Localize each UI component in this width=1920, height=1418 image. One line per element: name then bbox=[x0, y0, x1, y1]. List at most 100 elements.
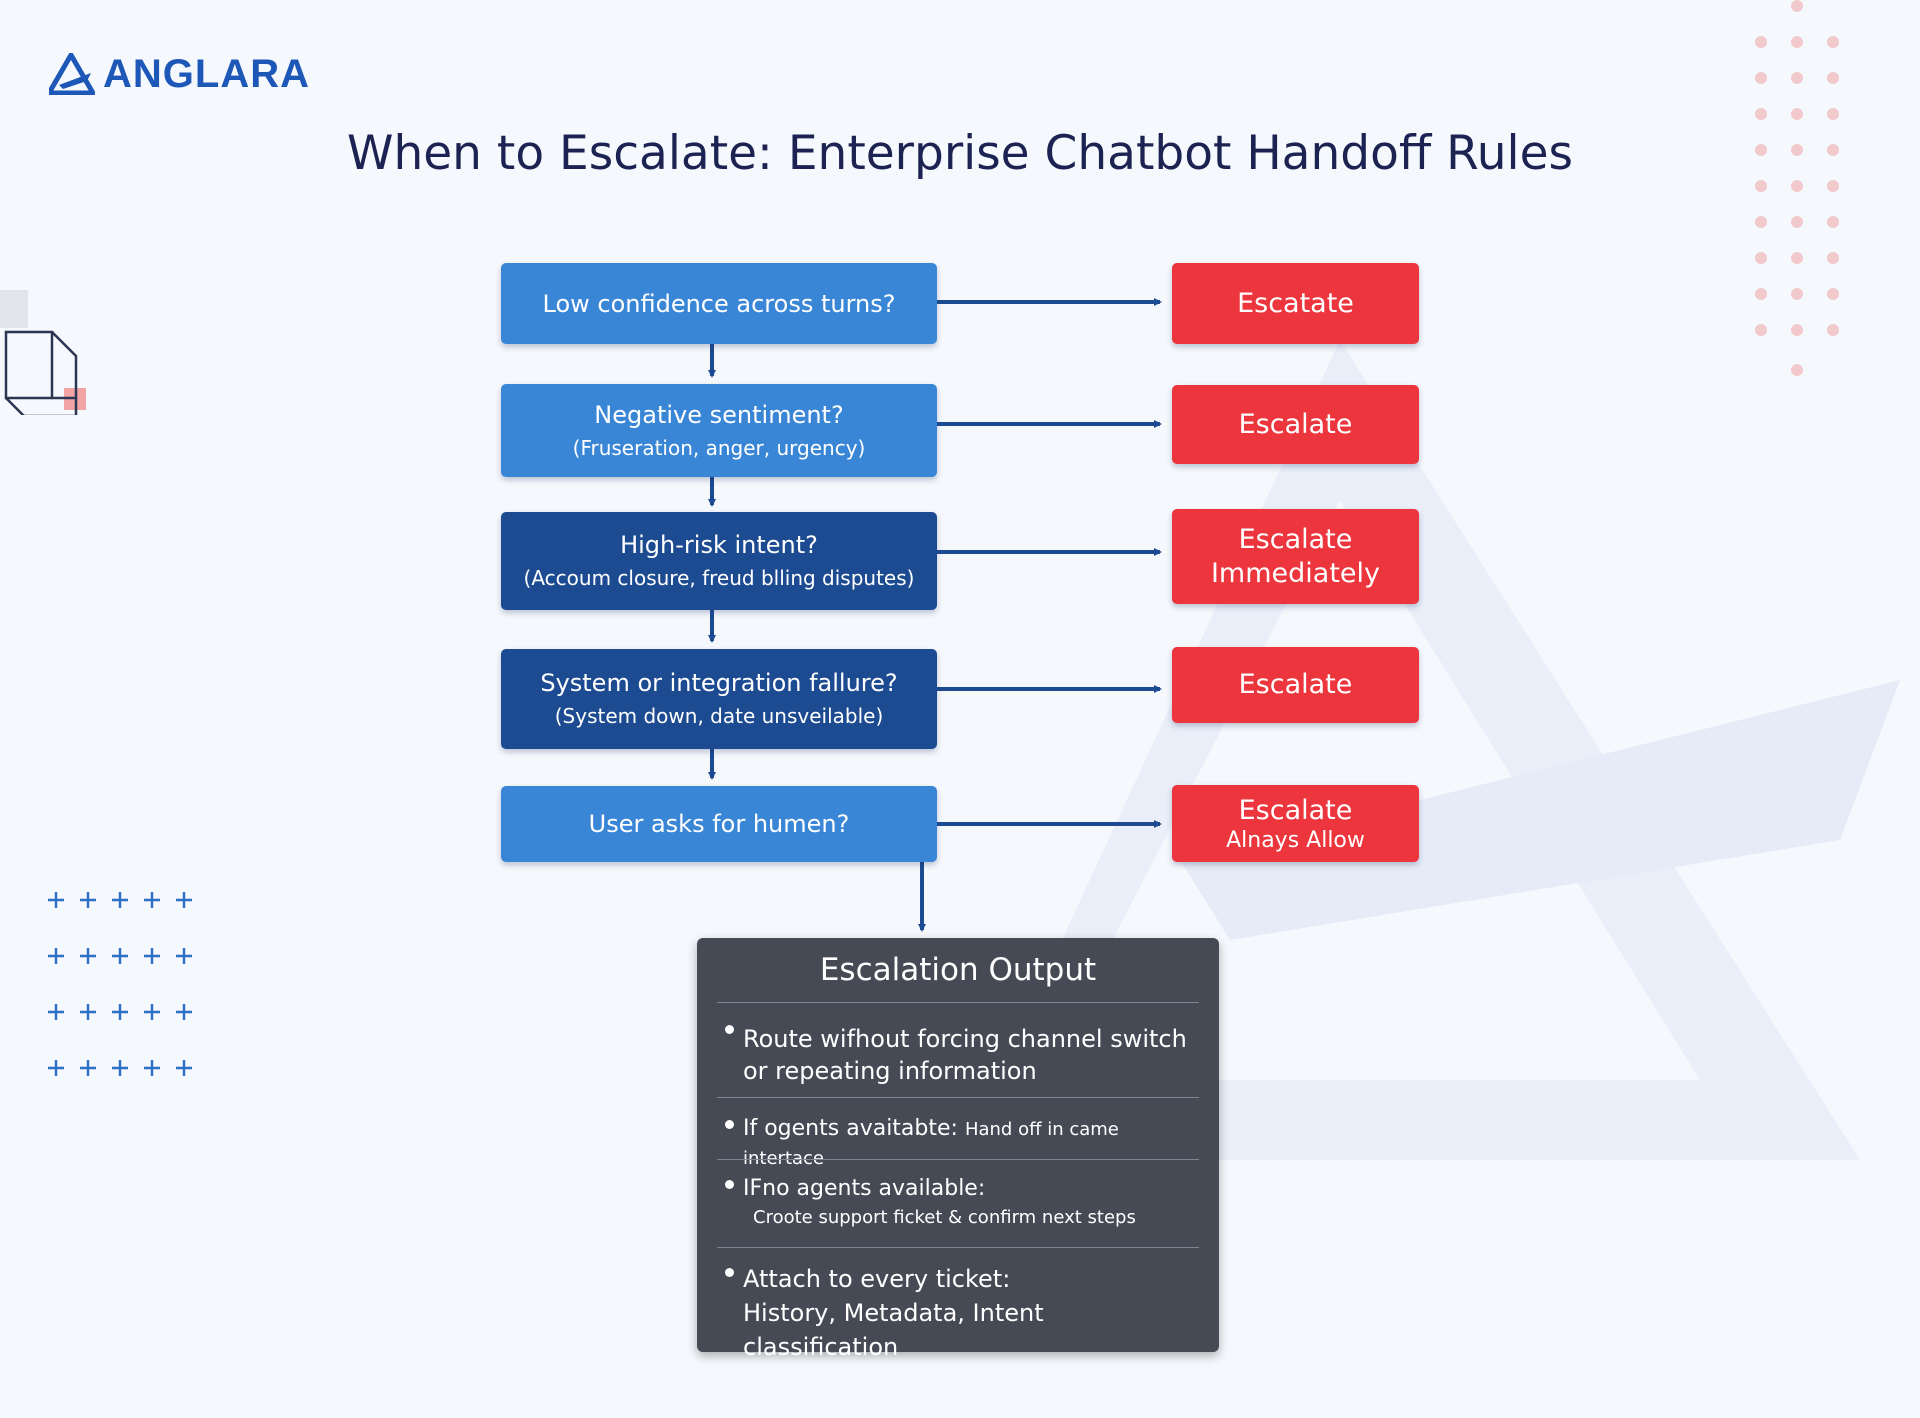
decor-plus bbox=[48, 892, 64, 908]
decor-dot bbox=[1755, 180, 1767, 192]
decor-plus bbox=[176, 1004, 192, 1020]
decor-dot bbox=[1827, 72, 1839, 84]
question-high-risk-intent: High-risk intent? (Accoum closure, freud… bbox=[501, 512, 937, 610]
output-item-text: Route wifhout forcing channel switch or … bbox=[743, 1025, 1187, 1085]
output-item-no-agents: IFno agents available: Croote support fi… bbox=[717, 1159, 1199, 1247]
question-detail: (System down, date unsveilable) bbox=[554, 704, 884, 728]
decor-dot bbox=[1791, 324, 1803, 336]
question-label: Negative sentiment? bbox=[594, 400, 844, 429]
decor-dot bbox=[1791, 180, 1803, 192]
bullet-icon bbox=[725, 1120, 734, 1129]
decor-plus bbox=[80, 1004, 96, 1020]
escalate-label: Escalate Immediately bbox=[1210, 523, 1381, 589]
escalation-output-panel: Escalation Output Route wifhout forcing … bbox=[697, 938, 1219, 1361]
question-negative-sentiment: Negative sentiment? (Fruseration, anger,… bbox=[501, 384, 937, 477]
question-label: High-risk intent? bbox=[620, 531, 818, 559]
decor-dot bbox=[1755, 144, 1767, 156]
decor-dot bbox=[1791, 36, 1803, 48]
decor-plus bbox=[112, 1060, 128, 1076]
output-item-agents-available: If ogents avaitabte: Hand off in came in… bbox=[717, 1097, 1199, 1169]
decor-dot bbox=[1791, 108, 1803, 120]
bullet-icon bbox=[725, 1180, 734, 1189]
decor-plus bbox=[48, 1060, 64, 1076]
question-detail: (Accoum closure, freud blling disputes) bbox=[523, 566, 915, 590]
decor-dot bbox=[1755, 324, 1767, 336]
escalate-label: Escalate bbox=[1238, 794, 1353, 826]
decor-plus bbox=[176, 1060, 192, 1076]
question-label: User asks for humen? bbox=[588, 810, 850, 838]
output-item-route: Route wifhout forcing channel switch or … bbox=[717, 1002, 1199, 1097]
decor-plus bbox=[144, 1004, 160, 1020]
dot-grid-decoration bbox=[1755, 0, 1839, 376]
decor-dot bbox=[1755, 252, 1767, 264]
escalate-sublabel: Alnays Allow bbox=[1226, 827, 1365, 853]
decor-dot bbox=[1755, 288, 1767, 300]
decor-dot bbox=[1791, 288, 1803, 300]
output-item-text: Hand off in came intertace bbox=[743, 1119, 1119, 1169]
question-user-asks-human: User asks for humen? bbox=[501, 786, 937, 862]
decor-plus bbox=[144, 948, 160, 964]
decor-dot bbox=[1827, 144, 1839, 156]
decor-plus bbox=[112, 892, 128, 908]
decor-dot bbox=[1791, 364, 1803, 376]
output-item-text: History, Metadata, Intent classification bbox=[743, 1299, 1044, 1361]
decor-plus bbox=[48, 1004, 64, 1020]
decor-dot bbox=[1827, 324, 1839, 336]
decor-dot bbox=[1791, 216, 1803, 228]
bullet-icon bbox=[725, 1025, 734, 1034]
decor-plus bbox=[80, 1060, 96, 1076]
cube-decoration bbox=[0, 290, 86, 415]
anglara-logo-icon bbox=[49, 53, 95, 95]
plus-grid-decoration bbox=[48, 892, 192, 1076]
decor-dot bbox=[1755, 36, 1767, 48]
question-system-failure: System or integration fallure? (System d… bbox=[501, 649, 937, 749]
decor-dot bbox=[1755, 108, 1767, 120]
bullet-icon bbox=[725, 1268, 734, 1277]
brand-logo: ANGLARA bbox=[49, 50, 310, 98]
escalate-label: Escatate bbox=[1237, 287, 1354, 319]
output-item-text: Croote support ficket & confirm next ste… bbox=[753, 1207, 1136, 1228]
question-detail: (Fruseration, anger, urgency) bbox=[572, 435, 866, 460]
output-item-lead: IFno agents available: bbox=[743, 1176, 986, 1201]
output-item-attach: Attach to every ticket: History, Metadat… bbox=[717, 1247, 1199, 1361]
decor-dot bbox=[1827, 180, 1839, 192]
decor-dot bbox=[1755, 216, 1767, 228]
brand-name: ANGLARA bbox=[103, 51, 310, 96]
decor-plus bbox=[144, 892, 160, 908]
decor-dot bbox=[1791, 252, 1803, 264]
decor-dot bbox=[1827, 216, 1839, 228]
decor-dot bbox=[1791, 144, 1803, 156]
decor-plus bbox=[48, 948, 64, 964]
escalate-box-user-asks-human: Escalate Alnays Allow bbox=[1172, 785, 1419, 862]
question-label: System or integration fallure? bbox=[540, 669, 898, 697]
decor-dot bbox=[1827, 36, 1839, 48]
decor-dot bbox=[1827, 288, 1839, 300]
output-item-lead: Attach to every ticket: bbox=[743, 1265, 1011, 1293]
decor-plus bbox=[176, 948, 192, 964]
decor-dot bbox=[1827, 108, 1839, 120]
decor-dot bbox=[1791, 72, 1803, 84]
escalation-arrows bbox=[937, 298, 1162, 828]
page-title: When to Escalate: Enterprise Chatbot Han… bbox=[347, 126, 1573, 181]
decor-dot bbox=[1755, 72, 1767, 84]
question-low-confidence: Low confidence across turns? bbox=[501, 263, 937, 344]
decor-plus bbox=[144, 1060, 160, 1076]
decor-dot bbox=[1791, 0, 1803, 12]
escalate-box-negative-sentiment: Escalate bbox=[1172, 385, 1419, 464]
output-title: Escalation Output bbox=[819, 952, 1097, 988]
escalate-box-low-confidence: Escatate bbox=[1172, 263, 1419, 344]
decor-plus bbox=[80, 892, 96, 908]
escalate-label: Escalate bbox=[1238, 669, 1353, 700]
decor-dot bbox=[1827, 252, 1839, 264]
escalate-label: Escalate bbox=[1238, 408, 1353, 440]
decor-plus bbox=[112, 948, 128, 964]
escalate-box-system-failure: Escalate bbox=[1172, 647, 1419, 723]
question-label: Low confidence across turns? bbox=[542, 289, 896, 318]
escalate-box-high-risk: Escalate Immediately bbox=[1172, 509, 1419, 604]
decor-plus bbox=[176, 892, 192, 908]
output-item-lead: If ogents avaitabte: bbox=[743, 1116, 958, 1141]
decor-plus bbox=[112, 1004, 128, 1020]
decision-down-arrows bbox=[708, 344, 926, 932]
decor-plus bbox=[80, 948, 96, 964]
